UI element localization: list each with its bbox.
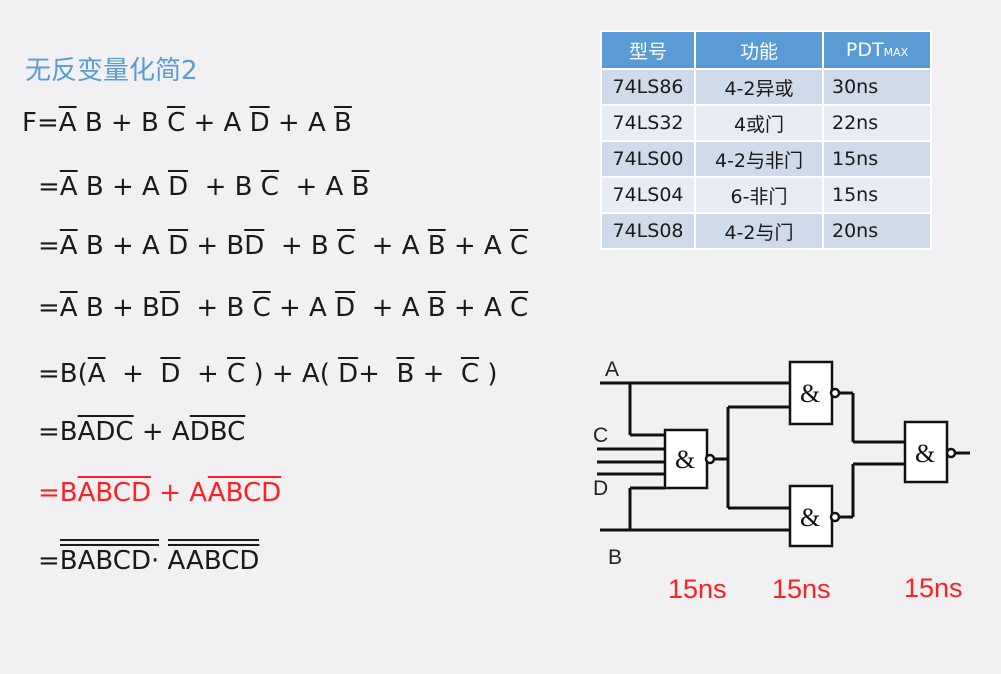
table-cell: 6-非门 [694,176,824,214]
equation-line-7: =BABCD + AABCD [38,478,282,508]
table-cell: 74LS00 [600,140,696,178]
gate-symbol-3: & [800,503,820,532]
circuit-wires [597,381,970,532]
equation-line-6: =BADC + ADBC [38,417,246,447]
inversion-bubble [945,447,957,459]
slide-title: 无反变量化简2 [25,56,198,86]
table-cell: 30ns [822,68,932,106]
table-header-pdt: PDTMAX [822,30,932,70]
table-cell: 74LS32 [600,104,696,142]
inversion-bubble [704,453,716,465]
gate-symbol-4: & [915,439,935,468]
equation-line-2: =A B + A D + B C + A B [38,172,370,202]
table-cell: 4-2与门 [694,212,824,250]
delay-label-2: 15ns [772,574,831,604]
inversion-bubble [829,511,841,523]
nand-gate-2 [788,360,834,426]
equation-line-4: =A B + BD + B C + A D + A B + A C [38,293,529,323]
table-cell: 20ns [822,212,932,250]
table-cell: 4-2异或 [694,68,824,106]
delay-label-1: 15ns [668,574,727,604]
delay-label-3: 15ns [904,573,963,603]
table-header-model: 型号 [600,30,696,70]
equation-line-3: =A B + A D + BD + B C + A B + A C [38,231,529,261]
table-cell: 74LS86 [600,68,696,106]
table-cell: 4或门 [694,104,824,142]
equation-line-5: =B(A + D + C ) + A( D+ B + C ) [38,359,498,389]
equation-line-8: =BABCD· AABCD [38,544,260,576]
table-cell: 74LS08 [600,212,696,250]
table-cell: 15ns [822,176,932,214]
table-header-function: 功能 [694,30,824,70]
gate-symbol-1: & [675,445,695,474]
table-cell: 15ns [822,140,932,178]
input-label-a: A [605,358,619,381]
table-cell: 74LS04 [600,176,696,214]
input-label-c: C [593,424,608,447]
gate-symbol-2: & [800,379,820,408]
inversion-bubble [829,387,841,399]
equation-line-1: F=A B + B C + A D + A B [22,108,352,138]
table-cell: 22ns [822,104,932,142]
input-label-b: B [608,546,622,569]
input-label-d: D [593,477,608,500]
table-cell: 4-2与非门 [694,140,824,178]
